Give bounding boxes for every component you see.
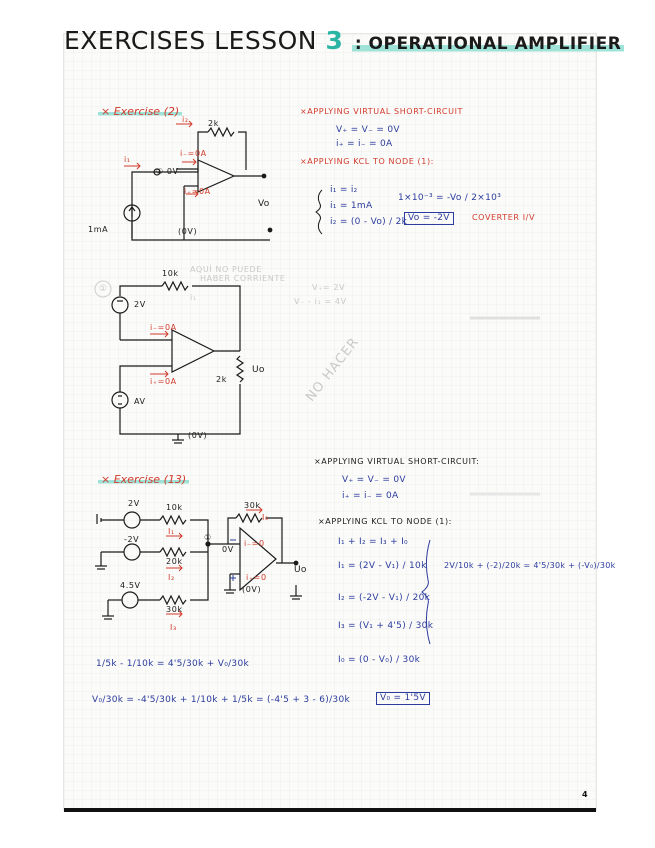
ex13-source-4v5: 4.5V — [120, 581, 141, 590]
ex13-circuit — [95, 511, 302, 620]
ex13-current-iplus: i₊=0 — [246, 573, 267, 582]
ex13-node-label: ① — [204, 533, 212, 542]
ex2-current-iplus: i₊=0A — [184, 187, 211, 196]
title-number: 3 — [325, 26, 344, 55]
ex2-eq-i1-value: i₁ = 1mA — [330, 201, 373, 211]
ex2-converter-note: COVERTER I/V — [472, 213, 536, 222]
ex13-resistor-30k: 30k — [166, 605, 183, 614]
ex13-zero-volt: 0V — [222, 545, 234, 554]
ex3-current-iminus: i₋=0A — [150, 323, 177, 332]
ex13-final-eq1: 1/5k - 1/10k = 4'5/30k + V₀/30k — [96, 659, 249, 669]
ex13-eq-currents: i₊ = i₋ = 0A — [342, 491, 399, 501]
ex13-eq-i1: I₁ = (2V - V₁) / 10k — [338, 561, 427, 571]
ex13-ground-label: (0V) — [242, 585, 262, 594]
ex2-current-i1: i₁ — [124, 155, 131, 164]
grid-paper — [64, 34, 596, 810]
ex13-resistor-20k: 20k — [166, 557, 183, 566]
ex13-current-io: I₀ — [262, 513, 269, 522]
ex3-source-2v: 2V — [134, 300, 146, 309]
ex13-feedback-30k: 30k — [244, 501, 261, 510]
ex13-source-minus2v: -2V — [124, 535, 140, 544]
notebook-page — [64, 34, 596, 810]
ex13-resistor-10k: 10k — [166, 503, 183, 512]
ex13-eq-i3: I₃ = (V₁ + 4'5) / 30k — [338, 621, 434, 631]
ex13-sum-equation: 2V/10k + (-2)/20k = 4'5/30k + (-V₀)/30k — [444, 561, 616, 570]
ex13-eq-i2: I₂ = (-2V - V₁) / 20k — [338, 593, 431, 603]
ex13-heading-virtual-short: ×APPLYING VIRTUAL SHORT-CIRCUIT: — [314, 457, 480, 466]
ex3-current-i1: i₁ — [190, 293, 197, 302]
page-title: EXERCISES LESSON 3 : OPERATIONAL AMPLIFI… — [64, 26, 625, 55]
ex2-eq-substitution: 1×10⁻³ = -Vo / 2×10³ — [398, 193, 502, 203]
ex2-heading-kcl: ×APPLYING KCL TO NODE (1): — [300, 157, 434, 166]
ex2-source-label: 1mA — [88, 225, 109, 234]
ex13-eq-io: I₀ = (0 - V₀) / 30k — [338, 655, 421, 665]
ex13-current-i1: I₁ — [168, 527, 175, 536]
page-bottom-edge — [64, 808, 596, 812]
ex3-vo-label: Uo — [252, 365, 265, 375]
ex13-vo-label: Uo — [294, 565, 307, 575]
ex13-current-iminus: i₋=0 — [244, 539, 265, 548]
ex13-final-eq2: V₀/30k = -4'5/30k + 1/10k + 1/5k = (-4'5… — [92, 695, 350, 705]
ex2-eq-currents: i₊ = i₋ = 0A — [336, 139, 393, 149]
ex3-note-line1: AQUÍ NO PUEDE — [190, 265, 262, 274]
ex2-circuit — [123, 126, 273, 241]
ex3-resistor-2k: 2k — [216, 375, 227, 384]
ex2-current-i2: i₂ — [182, 115, 189, 124]
exercise-13-heading: × Exercise (13) — [98, 474, 190, 485]
ex3-note-line2: HABER CORRIENTE — [200, 274, 286, 283]
title-rest: : OPERATIONAL AMPLIFIER — [351, 34, 625, 54]
ex2-resistor-label: 2k — [208, 119, 219, 128]
ex3-faint-eq1: V₊= 2V — [312, 283, 346, 292]
ex13-result: V₀ = 1'5V — [376, 692, 430, 705]
exercise-2-heading: × Exercise (2) — [98, 106, 183, 117]
ex2-current-iminus: i₋=0A — [180, 149, 207, 158]
ex2-node-label: ① 0V — [156, 167, 179, 176]
ex2-ground-label: (0V) — [178, 227, 198, 236]
ex13-current-i2: I₂ — [168, 573, 175, 582]
ex3-source-av: AV — [134, 397, 146, 406]
ex3-circuit — [111, 280, 245, 444]
ex2-eq-voltages: V₊ = V₋ = 0V — [336, 125, 400, 135]
ex2-eq-i1-i2: i₁ = i₂ — [330, 185, 358, 195]
ex3-faint-eq2: V₋ - i₁ = 4V — [294, 297, 347, 306]
ex2-eq-i2-expr: i₂ = (0 - Vo) / 2k — [330, 217, 408, 227]
ex13-current-i3: I₃ — [170, 623, 177, 632]
ex2-vo-label: Vo — [258, 199, 270, 209]
ex13-eq-voltages: V₊ = V₋ = 0V — [342, 475, 406, 485]
ex13-source-2v: 2V — [128, 499, 140, 508]
ex2-heading-virtual-short: ×APPLYING VIRTUAL SHORT-CIRCUIT — [300, 107, 464, 116]
ex3-ground-label: (0V) — [188, 431, 208, 440]
ex3-resistor-10k: 10k — [162, 269, 179, 278]
page-number: 4 — [582, 790, 588, 799]
ex13-heading-kcl: ×APPLYING KCL TO NODE (1): — [318, 517, 452, 526]
ex3-current-iplus: i₊=0A — [150, 377, 177, 386]
ex13-kcl-equation: I₁ + I₂ = I₃ + I₀ — [338, 537, 408, 547]
ex2-result: Vo = -2V — [404, 212, 454, 225]
ex3-faint-mark: ① — [99, 284, 108, 294]
